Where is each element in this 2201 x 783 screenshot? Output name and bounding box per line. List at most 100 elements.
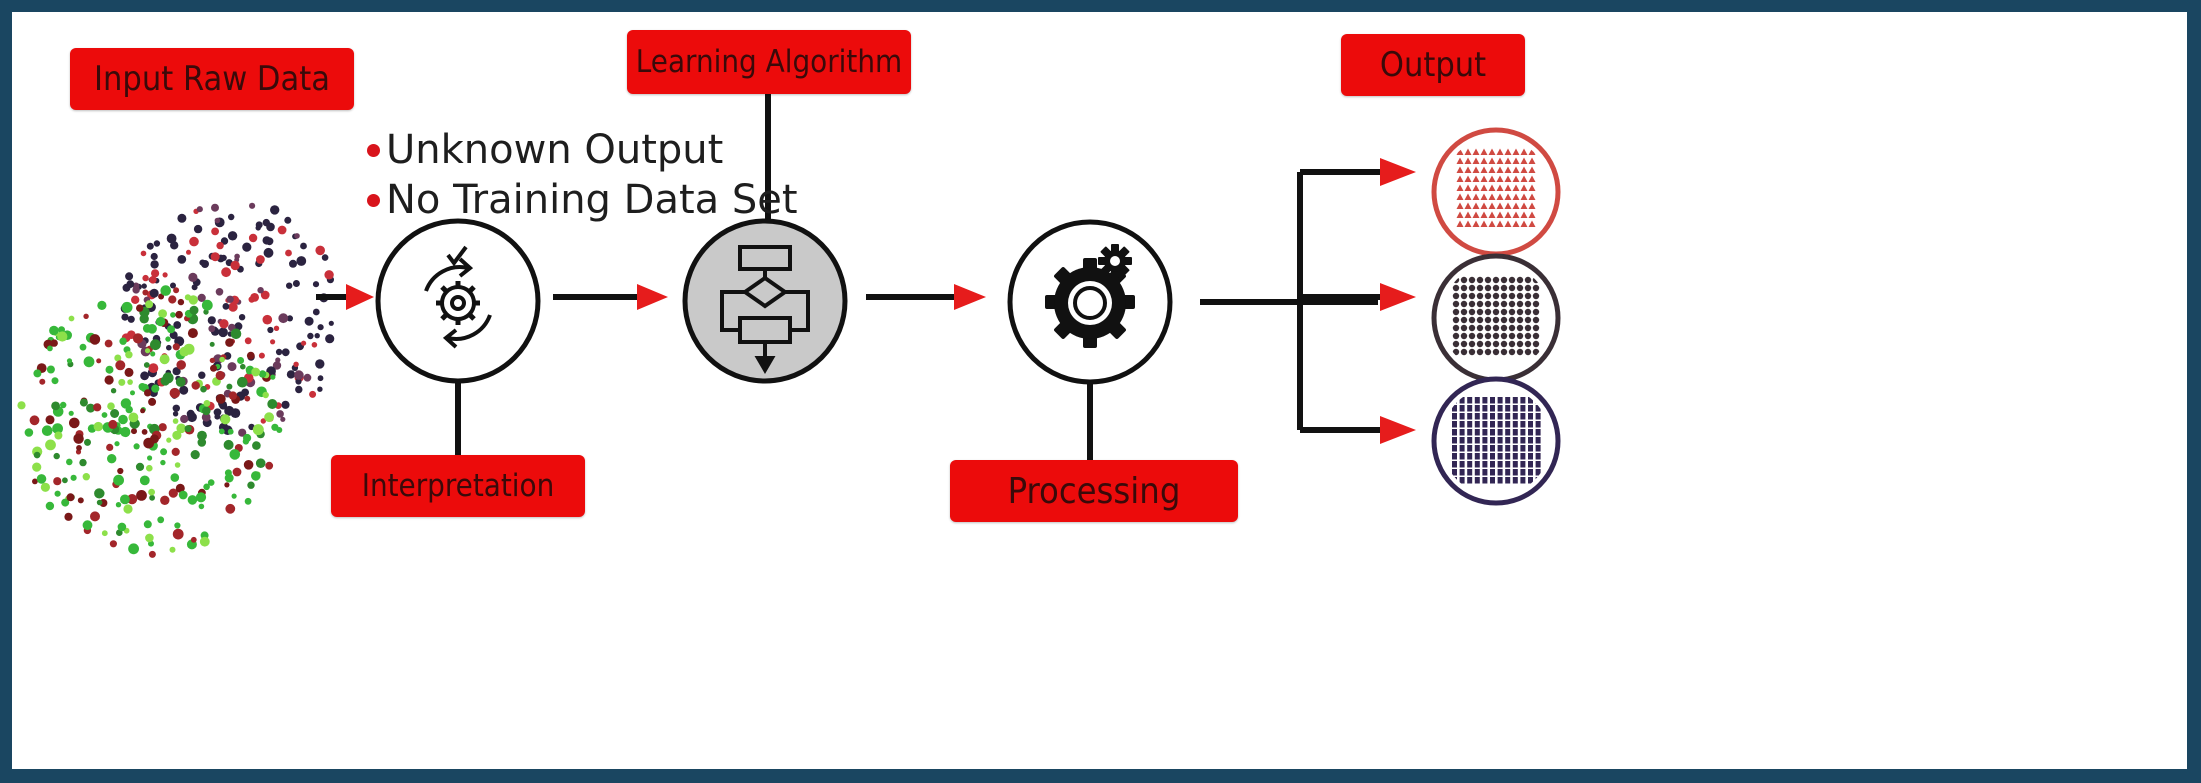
dot-mark [1484,284,1492,292]
raw-data-point [47,345,53,352]
triangle-mark [1464,175,1472,182]
dot-mark [1516,324,1524,332]
dot-mark [1476,340,1484,348]
raw-data-point [263,247,274,258]
raw-data-point [33,451,41,459]
connector-lines [316,94,1384,470]
dot-mark [1532,292,1540,300]
dot-mark [1500,292,1508,300]
dot-mark [1468,324,1476,332]
square-mark [1474,413,1480,420]
raw-data-point [275,348,283,356]
triangle-mark [1472,157,1480,164]
square-mark [1482,397,1488,404]
square-mark [1520,445,1526,452]
square-mark [1459,461,1465,468]
triangle-mark [1528,148,1536,155]
raw-data-point [214,217,221,224]
square-mark [1520,413,1526,420]
dot-mark [1452,300,1460,308]
dot-mark [1476,284,1484,292]
raw-data-point [45,415,55,425]
square-mark [1467,413,1473,420]
triangle-mark [1520,211,1528,218]
raw-data-point [191,381,200,390]
square-mark [1520,469,1526,476]
raw-data-point [179,346,190,357]
square-mark [1467,445,1473,452]
dot-mark [1516,284,1524,292]
raw-data-point [258,370,267,378]
raw-data-point [61,498,70,507]
raw-data-point [208,325,216,333]
raw-data-point [219,319,229,329]
triangle-mark [1456,202,1464,209]
raw-data-point [52,423,63,434]
raw-data-point [84,438,91,446]
raw-data-point [311,342,318,348]
triangle-mark [1456,157,1464,164]
square-mark [1497,445,1503,452]
raw-data-point [132,282,140,290]
dot-mark [1516,292,1524,300]
raw-data-point [170,312,176,318]
raw-data-point [315,245,326,256]
square-mark [1535,453,1541,460]
triangle-mark [1472,202,1480,209]
dot-mark [1524,308,1532,316]
square-mark [1512,477,1518,484]
raw-data-point [172,528,184,540]
raw-data-point [165,336,171,342]
raw-data-point [177,255,187,264]
notes-list: Unknown Output No Training Data Set [367,125,798,225]
raw-data-point [146,242,154,250]
raw-data-point [199,536,210,547]
raw-data-point [46,365,55,374]
dot-mark [1500,284,1508,292]
raw-data-point [286,370,296,379]
triangle-mark [1480,211,1488,218]
square-mark [1535,461,1541,468]
raw-data-point [270,374,276,380]
square-mark [1482,461,1488,468]
dot-mark [1500,332,1508,340]
raw-data-point [317,375,324,382]
square-mark [1490,405,1495,412]
triangle-mark [1504,202,1512,209]
dot-mark [1476,292,1484,300]
raw-data-point [309,390,317,398]
triangle-mark [1528,202,1536,209]
processing-label: Processing [950,460,1238,522]
raw-data-point [127,379,133,385]
raw-data-point [255,458,266,469]
raw-data-point [187,412,197,423]
raw-data-point [172,430,182,440]
triangle-mark [1512,157,1520,164]
raw-data-point [68,410,74,416]
square-mark [1505,413,1511,420]
raw-data-point [58,326,65,334]
dot-mark [1460,300,1468,308]
note-item: Unknown Output [367,125,798,175]
square-mark [1520,461,1526,468]
dot-mark [1484,324,1492,332]
square-mark [1497,437,1503,444]
triangle-mark [1464,202,1472,209]
raw-data-point [126,280,135,288]
raw-data-point [53,452,60,460]
triangle-mark [1496,166,1504,173]
square-mark [1474,429,1480,436]
square-mark [1452,429,1457,436]
triangle-mark [1496,220,1504,227]
raw-data-point [54,431,63,440]
dot-mark [1492,332,1500,340]
square-mark [1490,413,1495,420]
triangle-mark [1512,211,1520,218]
raw-data-point [215,394,226,404]
raw-data-point [237,357,245,364]
raw-data-point [158,293,165,300]
raw-data-point [41,425,53,437]
raw-data-point [317,386,323,392]
raw-data-point [32,478,38,485]
raw-data-point [177,213,187,223]
